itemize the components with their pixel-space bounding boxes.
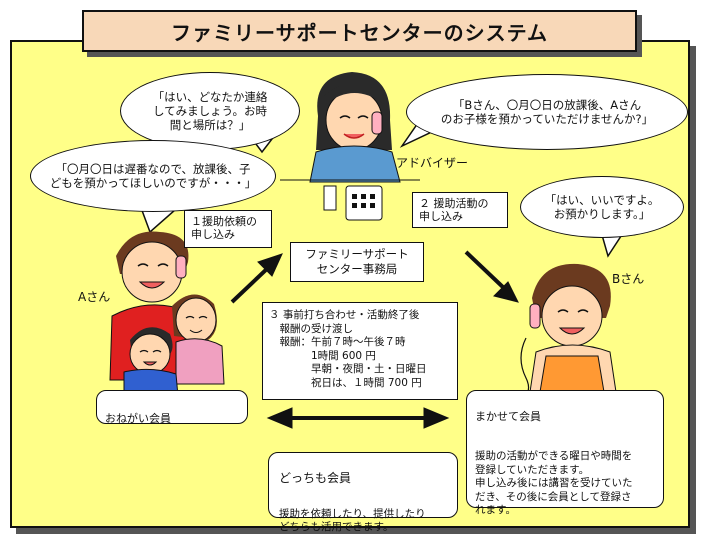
step3-box: ３ 事前打ち合わせ・活動終了後 報酬の受け渡し 報酬：午前７時～午後７時 1時間… bbox=[262, 302, 458, 400]
onegai-member-box: おねがい会員 bbox=[96, 390, 248, 425]
speech-bubble-a-request: 「〇月〇日は遅番なので、放課後、子 どもを預かってほしいのですが・・・」 bbox=[30, 140, 276, 212]
b-san-illustration bbox=[520, 263, 617, 399]
arrow-double-horizontal bbox=[266, 407, 450, 429]
step1-box: １援助依頼の 申し込み bbox=[184, 210, 272, 248]
advisor-label: アドバイザー bbox=[396, 156, 469, 170]
arrow-down-right bbox=[464, 250, 519, 303]
arrow-up-right bbox=[230, 253, 283, 304]
advisor-illustration bbox=[280, 72, 420, 221]
page-title: ファミリーサポートセンターのシステム bbox=[82, 10, 637, 52]
dotchimo-member-desc: 援助を依頼したり、提供したり どちらも活用できます。 bbox=[279, 508, 426, 533]
speech-bubble-b-reply: 「はい、いいですよ。 お預かりします。」 bbox=[520, 176, 684, 238]
makasete-member-title: まかせて会員 bbox=[475, 410, 541, 423]
speech-bubble-advisor-left: 「はい、どなたか連絡 してみましょう。お時 間と場所は？」 bbox=[120, 72, 300, 150]
makasete-member-desc: 援助の活動ができる曜日や時間を 登録していただきます。 申し込み後には講習を受け… bbox=[475, 450, 633, 516]
center-office-box: ファミリーサポート センター事務局 bbox=[290, 242, 424, 282]
makasete-member-box: まかせて会員 援助の活動ができる曜日や時間を 登録していただきます。 申し込み後… bbox=[466, 390, 664, 516]
step2-box: ２ 援助活動の 申し込み bbox=[412, 192, 508, 228]
a-san-family-illustration bbox=[109, 231, 225, 397]
dotchimo-member-box: どっちも会員 援助を依頼したり、提供したり どちらも活用できます。 bbox=[268, 452, 458, 533]
a-san-label: Aさん bbox=[78, 290, 111, 304]
dotchimo-member-title: どっちも会員 bbox=[279, 471, 352, 485]
onegai-member-title: おねがい会員 bbox=[105, 412, 171, 425]
speech-bubble-advisor-right: 「Bさん、〇月〇日の放課後、Aさん のお子様を預かっていただけませんか?」 bbox=[406, 74, 688, 150]
b-san-label: Bさん bbox=[612, 272, 645, 286]
